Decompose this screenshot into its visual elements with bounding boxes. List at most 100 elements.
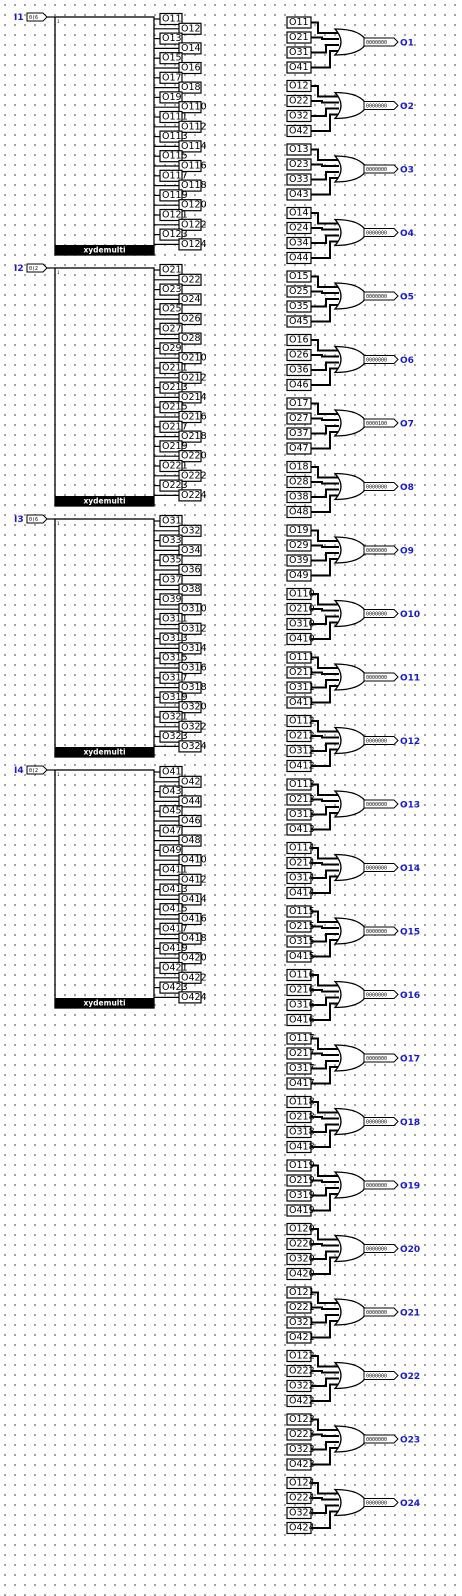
demux-output-tunnel[interactable]: O310 — [178, 603, 207, 616]
demux-output-tunnel[interactable]: O22 — [178, 273, 202, 286]
demux-output-tunnel[interactable]: O215 — [159, 401, 188, 414]
or-input-tunnel[interactable]: O424 — [286, 1521, 315, 1535]
or-input-tunnel[interactable]: O23 — [286, 158, 312, 171]
demux-output-tunnel[interactable]: O46 — [178, 814, 202, 828]
or-input-tunnel[interactable]: O212 — [286, 729, 315, 743]
or-input-tunnel[interactable]: O322 — [286, 1379, 315, 1393]
or-input-tunnel[interactable]: O223 — [286, 1428, 315, 1441]
demux-output-tunnel[interactable]: O210 — [178, 352, 207, 365]
or-input-tunnel[interactable]: O422 — [286, 1394, 315, 1408]
or-input-tunnel[interactable]: O417 — [286, 1077, 315, 1090]
demux-output-tunnel[interactable]: O15 — [159, 52, 183, 65]
demux-output-tunnel[interactable]: O211 — [159, 361, 188, 375]
or-input-tunnel[interactable]: O217 — [286, 1047, 315, 1060]
or-input-tunnel[interactable]: O421 — [286, 1331, 315, 1344]
or-input-tunnel[interactable]: O15 — [286, 270, 312, 283]
demux-output-tunnel[interactable]: O212 — [178, 371, 207, 384]
demux-output-tunnel[interactable]: O48 — [178, 834, 202, 847]
demux-output-tunnel[interactable]: O36 — [178, 563, 202, 577]
demux-output-tunnel[interactable]: O413 — [159, 883, 188, 896]
demux-output-tunnel[interactable]: O221 — [159, 459, 188, 473]
or-input-tunnel[interactable]: O219 — [286, 1174, 315, 1187]
demux-output-tunnel[interactable]: O412 — [178, 873, 207, 886]
demux-output-tunnel[interactable]: O19 — [159, 91, 183, 104]
demux-output-tunnel[interactable]: O113 — [159, 130, 188, 143]
or-input-tunnel[interactable]: O120 — [286, 1222, 315, 1236]
demux-output-tunnel[interactable]: O321 — [159, 710, 188, 724]
or-input-tunnel[interactable]: O44 — [286, 251, 312, 265]
demux-output-tunnel[interactable]: O33 — [159, 534, 183, 547]
demux-output-tunnel[interactable]: O416 — [178, 912, 207, 926]
demux-output-tunnel[interactable]: O214 — [178, 391, 207, 404]
demux-output-tunnel[interactable]: O312 — [178, 622, 207, 635]
or-input-tunnel[interactable]: O13 — [286, 143, 312, 156]
or-input-tunnel[interactable]: O419 — [286, 1204, 315, 1217]
or-input-tunnel[interactable]: O49 — [286, 569, 312, 582]
demux-output-tunnel[interactable]: O34 — [178, 544, 202, 557]
or-input-tunnel[interactable]: O115 — [286, 905, 315, 918]
or-input-tunnel[interactable]: O36 — [286, 363, 312, 377]
or-input-tunnel[interactable]: O18 — [286, 460, 312, 474]
demux-output-tunnel[interactable]: O217 — [159, 420, 188, 433]
demux-output-tunnel[interactable]: O417 — [159, 922, 188, 935]
or-input-tunnel[interactable]: O116 — [286, 968, 315, 982]
demux-output-tunnel[interactable]: O12 — [178, 22, 202, 35]
demux-output-tunnel[interactable]: O17 — [159, 71, 183, 84]
or-input-tunnel[interactable]: O111 — [286, 651, 315, 664]
or-input-tunnel[interactable]: O418 — [286, 1140, 315, 1154]
demux-output-tunnel[interactable]: O314 — [178, 642, 207, 655]
input-pin-4[interactable]: 0(2 — [26, 765, 48, 775]
demux-output-tunnel[interactable]: O122 — [178, 218, 207, 231]
demux-output-tunnel[interactable]: O14 — [178, 42, 202, 55]
demux-output-tunnel[interactable]: O116 — [178, 159, 207, 173]
demux-output-tunnel[interactable]: O216 — [178, 410, 207, 424]
demux-output-tunnel[interactable]: O28 — [178, 332, 202, 345]
demux-output-tunnel[interactable]: O18 — [178, 81, 202, 94]
or-input-tunnel[interactable]: O43 — [286, 188, 312, 201]
or-input-tunnel[interactable]: O26 — [286, 348, 312, 362]
demux-output-tunnel[interactable]: O311 — [159, 612, 188, 626]
or-input-tunnel[interactable]: O22 — [286, 94, 312, 108]
or-input-tunnel[interactable]: O416 — [286, 1013, 315, 1027]
demux-output-tunnel[interactable]: O32 — [178, 524, 202, 537]
or-input-tunnel[interactable]: O31 — [286, 46, 312, 59]
or-input-tunnel[interactable]: O413 — [286, 823, 315, 836]
demux-output-tunnel[interactable]: O111 — [159, 110, 188, 124]
or-input-tunnel[interactable]: O221 — [286, 1301, 315, 1314]
or-input-tunnel[interactable]: O420 — [286, 1267, 315, 1281]
demux-output-tunnel[interactable]: O117 — [159, 169, 188, 182]
demux-output-tunnel[interactable]: O220 — [178, 450, 207, 463]
demux-output-tunnel[interactable]: O119 — [159, 189, 188, 202]
demux-output-tunnel[interactable]: O114 — [178, 140, 207, 153]
or-input-tunnel[interactable]: O48 — [286, 505, 312, 519]
demux-output-tunnel[interactable]: O41 — [159, 765, 183, 779]
demux-output-tunnel[interactable]: O421 — [159, 961, 188, 975]
or-input-tunnel[interactable]: O215 — [286, 920, 315, 933]
or-input-tunnel[interactable]: O27 — [286, 412, 312, 425]
demux-output-tunnel[interactable]: O315 — [159, 652, 188, 665]
input-pin-1[interactable]: 0(6 — [26, 12, 48, 22]
or-input-tunnel[interactable]: O317 — [286, 1062, 315, 1075]
or-input-tunnel[interactable]: O114 — [286, 841, 315, 855]
demux-output-tunnel[interactable]: O38 — [178, 583, 202, 596]
demux-output-tunnel[interactable]: O31 — [159, 514, 183, 528]
demux-output-tunnel[interactable]: O26 — [178, 312, 202, 326]
demux-output-tunnel[interactable]: O37 — [159, 573, 183, 586]
demux-output-tunnel[interactable]: O27 — [159, 322, 183, 335]
or-input-tunnel[interactable]: O12 — [286, 79, 312, 93]
or-input-tunnel[interactable]: O320 — [286, 1252, 315, 1266]
